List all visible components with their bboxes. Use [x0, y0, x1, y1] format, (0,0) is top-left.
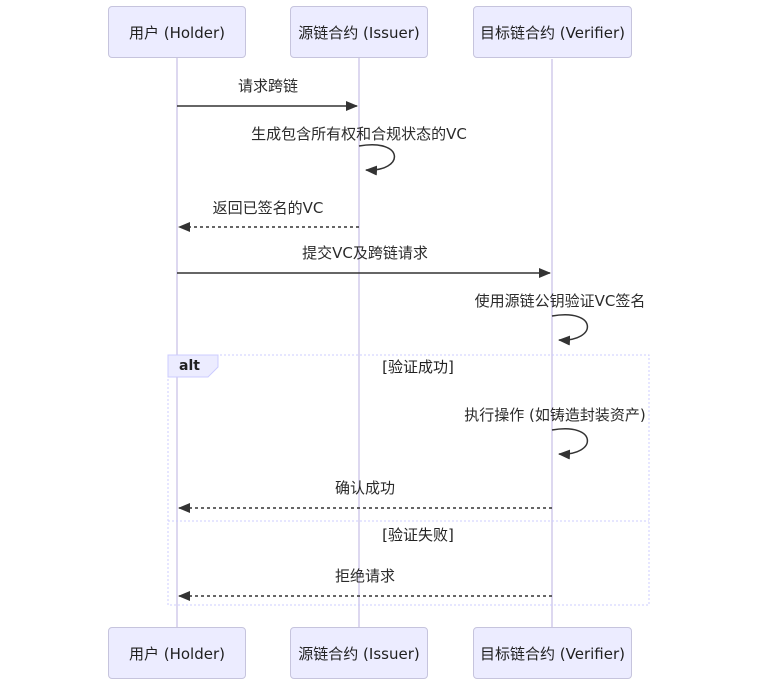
message-label-5: 使用源链公钥验证VC签名 [474, 292, 646, 310]
self-loop-arrow-6 [551, 428, 589, 460]
participant-verifier-bottom: 目标链合约 (Verifier) [473, 627, 632, 679]
participant-label: 用户 (Holder) [128, 644, 225, 663]
message-label-8: 拒绝请求 [334, 567, 396, 585]
participant-verifier-top: 目标链合约 (Verifier) [473, 6, 632, 58]
alt-operator-label: alt [179, 358, 200, 374]
alt-frame [167, 354, 650, 606]
participant-holder-bottom: 用户 (Holder) [108, 627, 246, 679]
participant-issuer-top: 源链合约 (Issuer) [290, 6, 428, 58]
participant-label: 目标链合约 (Verifier) [480, 23, 625, 42]
message-label-4: 提交VC及跨链请求 [302, 244, 428, 262]
participant-holder-top: 用户 (Holder) [108, 6, 246, 58]
self-loop-arrow-5 [551, 314, 589, 346]
message-label-7: 确认成功 [334, 479, 396, 497]
alt-label-box [167, 354, 219, 378]
message-label-1: 请求跨链 [237, 77, 299, 95]
participant-issuer-bottom: 源链合约 (Issuer) [290, 627, 428, 679]
message-label-6: 执行操作 (如铸造封装资产) [464, 406, 646, 424]
participant-label: 用户 (Holder) [128, 23, 225, 42]
message-label-3: 返回已签名的VC [212, 199, 324, 217]
alt-guard-failure: [验证失败] [382, 526, 454, 544]
participant-label: 目标链合约 (Verifier) [480, 644, 625, 663]
alt-guard-success: [验证成功] [382, 358, 454, 376]
self-loop-arrow-2 [358, 144, 396, 176]
message-label-2: 生成包含所有权和合规状态的VC [251, 125, 467, 143]
participant-label: 源链合约 (Issuer) [298, 23, 420, 42]
participant-label: 源链合约 (Issuer) [298, 644, 420, 663]
